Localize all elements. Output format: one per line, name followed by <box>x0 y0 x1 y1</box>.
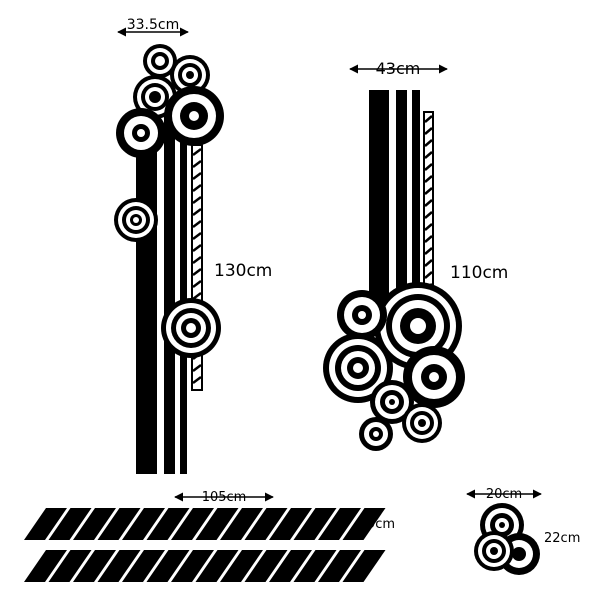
width-label: 105cm <box>202 490 247 505</box>
design-small: 20cm 22cm <box>466 487 580 575</box>
stripe <box>164 115 175 474</box>
target-circle <box>143 44 177 78</box>
target-circle <box>402 403 442 443</box>
stripe <box>180 120 187 474</box>
target-circle <box>474 531 514 571</box>
stripe <box>396 90 407 310</box>
target-circle <box>403 346 465 408</box>
stripe <box>412 90 420 310</box>
stripe <box>369 90 389 310</box>
width-label: 33.5cm <box>127 17 180 33</box>
target-circle <box>323 333 393 403</box>
stripe <box>136 110 157 474</box>
target-circle <box>164 86 224 146</box>
target-circle <box>359 417 393 451</box>
design-bands: 105cm 9cm <box>24 490 395 582</box>
height-label: 9cm <box>367 517 395 532</box>
width-label: 20cm <box>486 487 522 502</box>
design-medium: 43cm 110cm <box>323 59 508 451</box>
target-circle <box>170 55 210 95</box>
target-circle <box>161 298 221 358</box>
hatched-stripe <box>423 111 434 293</box>
height-label: 22cm <box>544 531 580 546</box>
width-label: 43cm <box>376 59 421 78</box>
target-circle <box>116 108 166 158</box>
target-circle <box>114 198 158 242</box>
height-label: 130cm <box>214 261 272 281</box>
target-circle <box>370 380 414 424</box>
target-circle <box>337 290 387 340</box>
height-label: 110cm <box>450 263 508 283</box>
design-tall: 33.5cm 130cm <box>114 17 272 474</box>
